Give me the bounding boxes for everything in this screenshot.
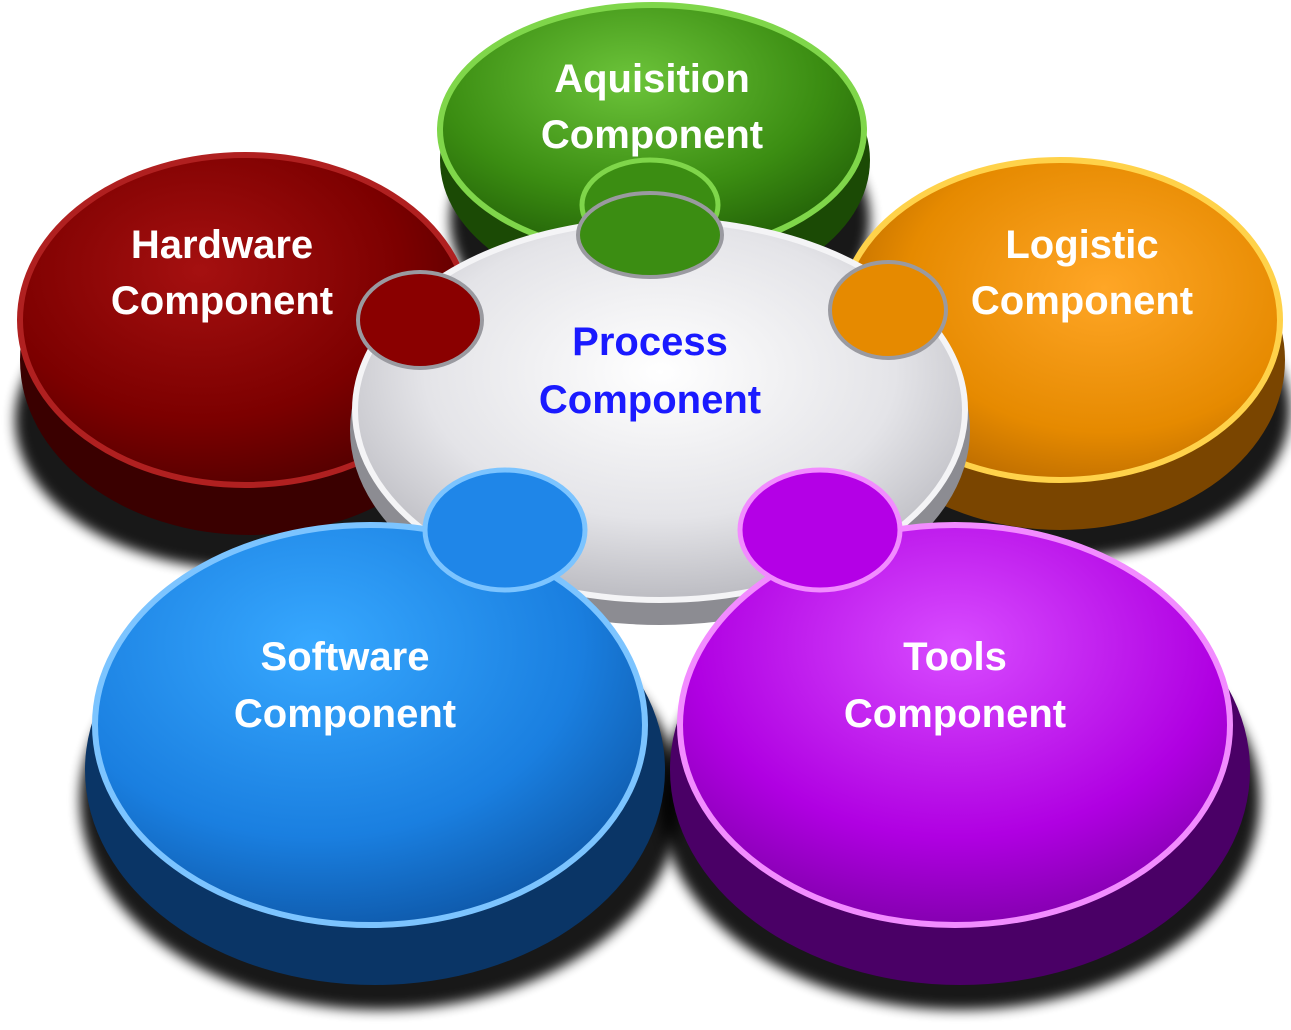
hardware-line1: Hardware (131, 223, 313, 267)
process-line1: Process (572, 320, 728, 364)
software-line2: Component (234, 692, 456, 736)
tools-line1: Tools (903, 635, 1007, 679)
label-hardware: Hardware Component (111, 223, 333, 323)
acquisition-line1: Aquisition (554, 57, 750, 101)
label-tools: Tools Component (844, 635, 1066, 736)
logistic-line2: Component (971, 279, 1193, 323)
label-process: Process Component (539, 320, 761, 422)
logistic-line1: Logistic (1005, 223, 1158, 267)
acquisition-line2: Component (541, 113, 763, 157)
hardware-line2: Component (111, 279, 333, 323)
label-logistic: Logistic Component (971, 223, 1193, 323)
piece-software (85, 467, 665, 985)
software-line1: Software (261, 635, 430, 679)
label-acquisition: Aquisition Component (541, 57, 763, 157)
label-software: Software Component (234, 635, 456, 736)
tools-line2: Component (844, 692, 1066, 736)
process-line2: Component (539, 378, 761, 422)
piece-tools (670, 467, 1250, 985)
